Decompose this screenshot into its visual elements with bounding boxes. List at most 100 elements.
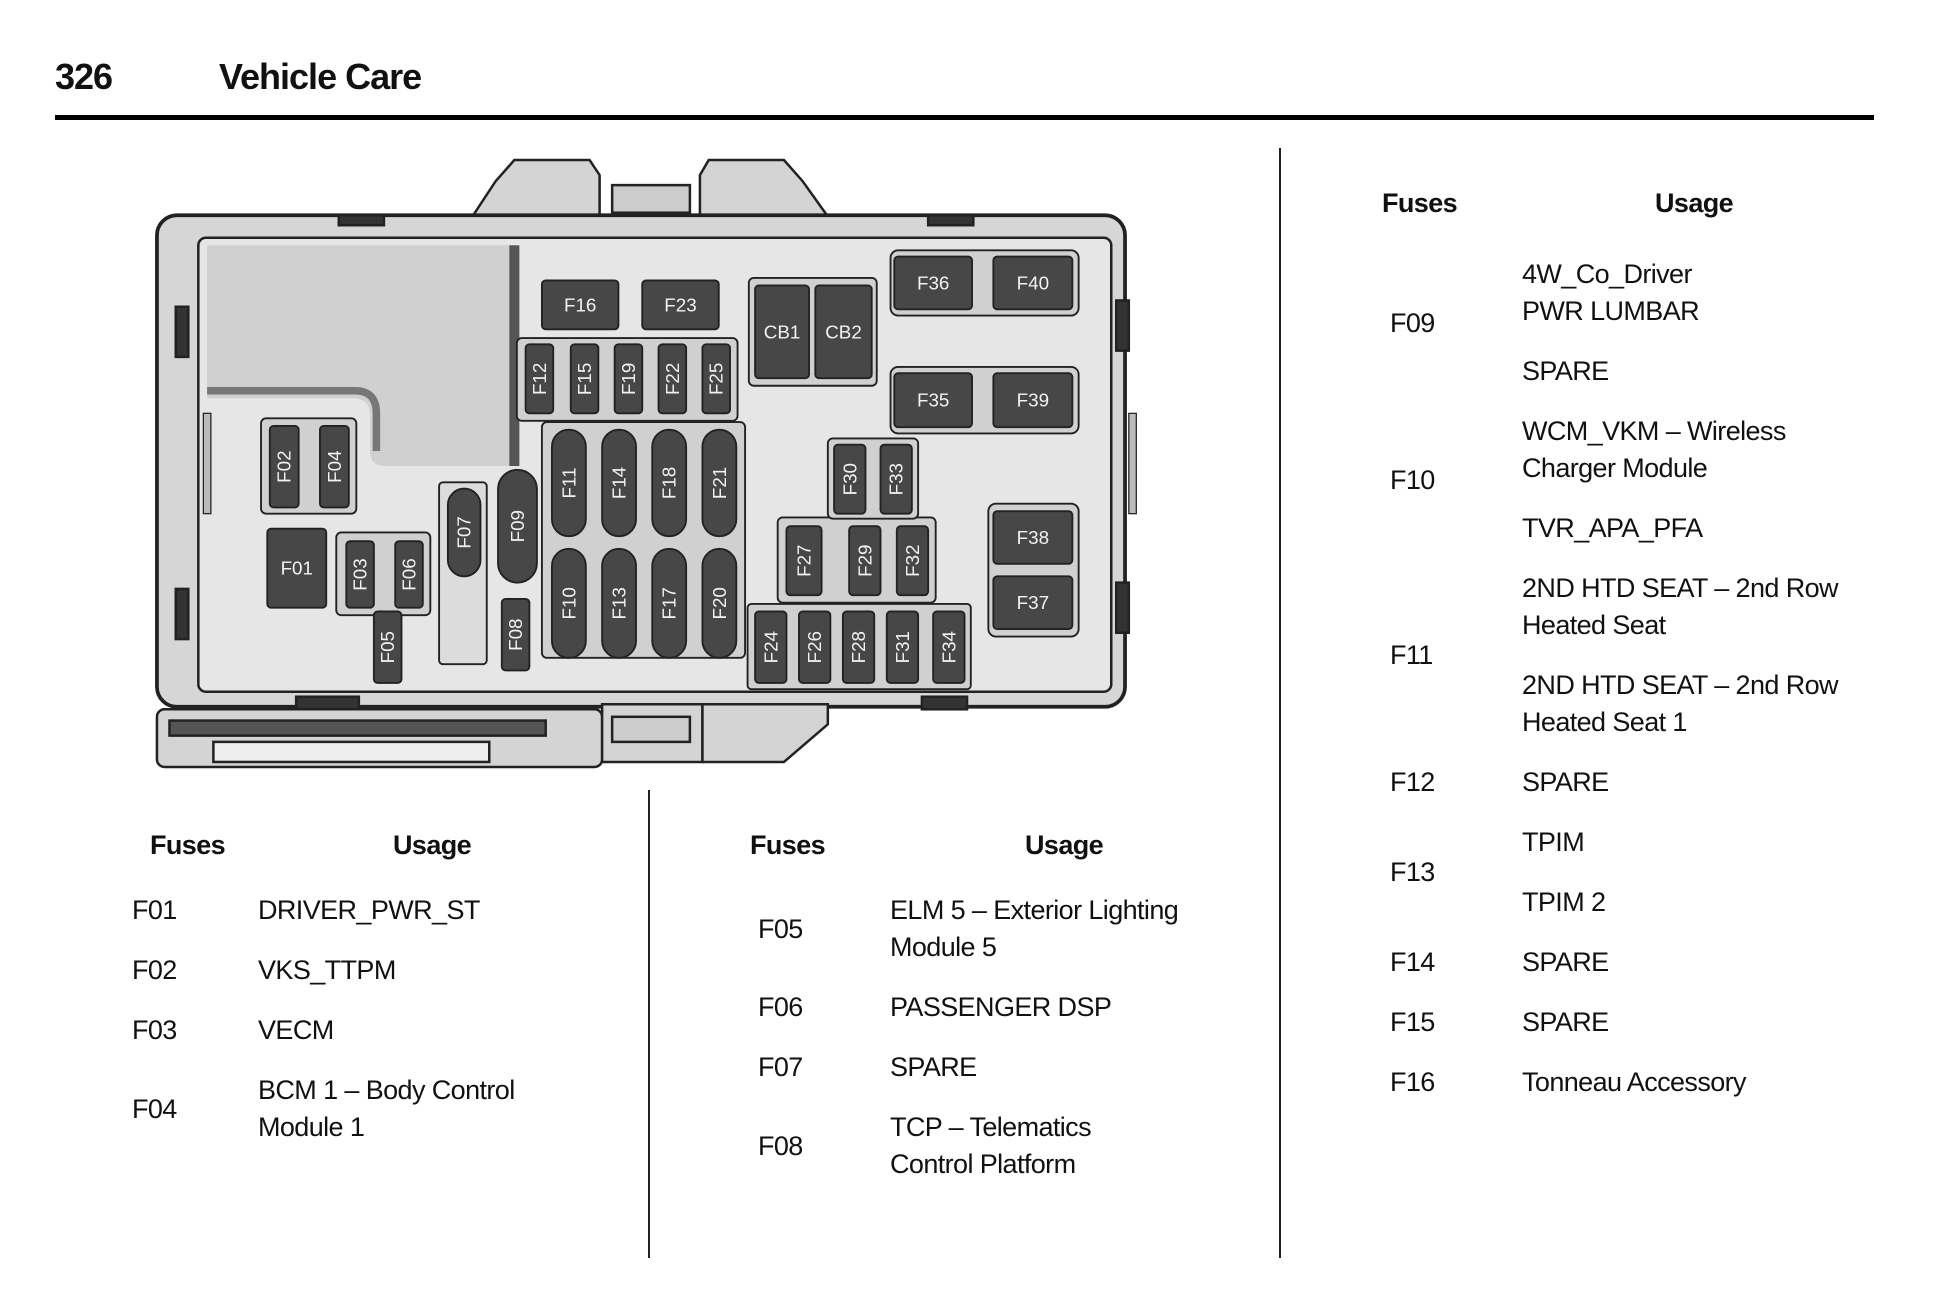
fuse-f33: F33 [879,443,913,515]
usage-text: WCM_VKM – Wireless Charger Module [1522,416,1786,483]
fuse-label: F35 [917,390,949,411]
usage-text: SPARE [890,1052,977,1082]
fuse-label: F13 [609,587,630,619]
usage-text: VKS_TTPM [258,955,396,985]
table-row: F05 ELM 5 – Exterior Lighting Module 5 [740,892,1179,989]
fuse-label: F14 [609,467,630,499]
header-fuses: Fuses [1382,188,1458,218]
header-usage: Usage [1655,188,1734,218]
fuse-f36: F36 [893,255,973,311]
usage-text: VECM [258,1015,334,1045]
usage-text: SPARE [1522,947,1609,977]
fuse-label: F01 [281,558,313,579]
fuse-label: F34 [938,631,959,663]
fuse-label: F32 [902,544,923,576]
fuse-f03: F03 [345,540,375,609]
fuse-body [446,487,482,578]
fuse-f12: F12 [524,343,555,415]
fuse-body [992,255,1074,311]
usage-text: PASSENGER DSP [890,992,1112,1022]
fuse-label: F06 [399,558,420,590]
fuse-f07: F07 [446,487,482,578]
fuse-label: F21 [709,467,730,499]
fuse-label: F39 [1017,390,1049,411]
fuse-id: F13 [1390,857,1435,887]
fuse-f06: F06 [394,540,424,609]
fuse-f11: F11 [551,428,587,538]
usage-text: TVR_APA_PFA [1522,513,1703,543]
fuse-body [754,284,810,380]
fuse-body [651,428,688,538]
fuse-body [932,610,966,684]
fuse-body [551,547,587,659]
fuse-f22: F22 [657,343,688,415]
header-usage: Usage [393,830,472,860]
fuse-body [657,343,688,415]
fuse-body [524,343,555,415]
fuse-body [372,610,403,684]
fuse-body [992,372,1074,429]
fuse-label: F37 [1017,592,1049,613]
fuse-label: F15 [574,363,595,395]
fuse-body [701,428,738,538]
fuse-label: F40 [1017,272,1049,293]
fuse-body [895,525,930,597]
fuse-label: F30 [839,463,860,495]
fuse-f30: F30 [833,443,867,515]
fuse-f39: F39 [992,372,1074,429]
fuse-label: F10 [558,587,579,619]
fuse-body [701,547,738,659]
usage-text: SPARE [1522,356,1609,386]
fuse-body [500,597,531,672]
column-divider [648,790,650,1258]
fuse-id: F14 [1390,947,1435,977]
usage-text: TCP – Telematics Control Platform [890,1112,1092,1179]
usage-text: SPARE [1522,1007,1609,1037]
fuse-body [266,527,328,609]
usage-text: ELM 5 – Exterior Lighting Module 5 [890,895,1179,962]
usage-text: BCM 1 – Body Control Module 1 [258,1075,515,1142]
fuse-label: F02 [274,450,295,482]
fuse-body [798,610,832,684]
fuse-f40: F40 [992,255,1074,311]
usage-text: 2ND HTD SEAT – 2nd Row Heated Seat 1 [1522,670,1839,737]
fuse-body [569,343,600,415]
fuse-f20: F20 [701,547,738,659]
fuse-id: F04 [132,1093,177,1124]
fuse-label: F17 [659,587,680,619]
fuse-f23: F23 [641,279,720,331]
fuse-label: F33 [886,463,907,495]
fuse-body [651,547,688,659]
fuse-label: F16 [564,294,596,315]
fuse-id: F05 [758,913,803,944]
fuse-f01: F01 [266,527,328,609]
fuse-f10: F10 [551,547,587,659]
fuse-label: F18 [659,467,680,499]
fuse-f24: F24 [754,610,788,684]
usage-text: SPARE [1522,767,1609,797]
fuse-f08: F08 [500,597,531,672]
fuse-id: F03 [132,1015,177,1045]
fuse-f34: F34 [932,610,966,684]
usage-text: TPIM 2 [1522,887,1606,917]
fuse-f28: F28 [841,610,876,684]
fuse-cb1: CB1 [754,284,810,380]
fuse-label: F28 [848,631,869,663]
fuse-label: F26 [804,631,825,663]
fuse-label: F19 [618,363,639,395]
fuse-f02: F02 [268,424,300,509]
fuse-body [814,284,873,380]
fuse-body [893,255,973,311]
usage-text: Tonneau Accessory [1522,1067,1747,1097]
fuse-cb2: CB2 [814,284,873,380]
fuse-id: F09 [1390,307,1435,338]
fuse-body [992,510,1074,565]
